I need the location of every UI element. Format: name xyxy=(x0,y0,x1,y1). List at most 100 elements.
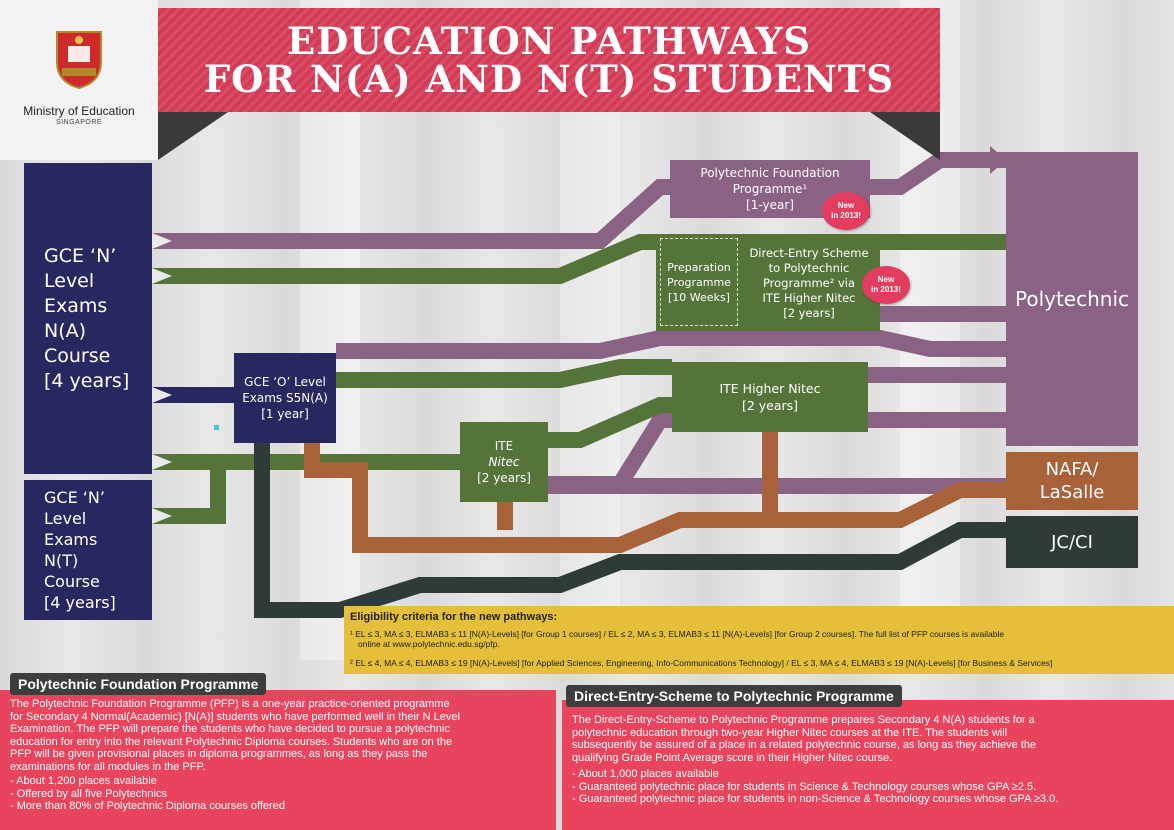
pfp-text-line: Examination. The PFP will prepare the st… xyxy=(10,723,450,735)
o-level-box: GCE ‘O’ Level Exams S5N(A) [1 year] xyxy=(234,353,336,443)
dsp-bullet: - Guaranteed polytechnic place for stude… xyxy=(572,780,1037,793)
pfp-line: Programme¹ xyxy=(732,182,808,196)
new-badge-line: in 2013! xyxy=(831,211,861,220)
pfp-line: [1-year] xyxy=(746,198,794,212)
new-badge-line: New xyxy=(877,275,895,284)
ite-nitec-line: [2 years] xyxy=(477,471,531,485)
pfp-description: The Polytechnic Foundation Programme (PF… xyxy=(10,698,550,813)
na-course-line: Course xyxy=(44,344,111,367)
dsp-line: Direct-Entry Scheme xyxy=(749,245,869,260)
arrow-na-to-dsp xyxy=(152,234,1006,284)
banner-fold xyxy=(158,112,228,160)
prep-line: [10 Weeks] xyxy=(668,290,730,304)
dsp-line: [2 years] xyxy=(783,305,835,320)
dsp-line: Programme² via xyxy=(762,275,856,290)
na-course-line: Exams xyxy=(44,294,108,317)
nt-course-line: Course xyxy=(44,572,100,591)
eligibility-note-2: ² EL ≤ 4, MA ≤ 4, ELMAB3 ≤ 19 [N(A)-Leve… xyxy=(350,658,1053,668)
arrow-nitec-to-higher-nitec xyxy=(548,397,672,448)
prep-line: Programme xyxy=(667,275,731,289)
arrow-notch xyxy=(152,454,172,470)
arrow-head xyxy=(990,146,1006,174)
pfp-line: Polytechnic Foundation xyxy=(700,166,840,180)
arrow-olevel-to-higher-nitec xyxy=(336,359,672,388)
jc-ci-label: JC/CI xyxy=(1051,531,1093,553)
arrow-olevel-to-jc xyxy=(254,442,1006,618)
crest-icon xyxy=(56,31,102,90)
o-level-line: Exams S5N(A) xyxy=(242,391,328,405)
ite-nitec-box: ITE Nitec [2 years] xyxy=(460,422,548,502)
arrow-olevel-to-nafa xyxy=(304,442,1006,553)
ministry-country: SINGAPORE xyxy=(55,119,103,126)
dsp-description: The Direct-Entry-Scheme to Polytechnic P… xyxy=(572,714,1168,806)
eligibility-panel: Eligibility criteria for the new pathway… xyxy=(344,606,1174,674)
new-badge-line: New xyxy=(837,201,855,210)
title-line-1: EDUCATION PATHWAYS xyxy=(287,19,811,63)
dsp-line: to Polytechnic xyxy=(768,260,850,275)
dsp-box: Direct-Entry Scheme to Polytechnic Progr… xyxy=(740,235,878,331)
dsp-bullet: - About 1,000 places available xyxy=(572,768,719,780)
na-course-line: GCE ‘N’ xyxy=(44,244,117,267)
ite-nitec-line: Nitec xyxy=(488,455,520,469)
pfp-bullet: - About 1,200 places available xyxy=(10,775,157,787)
pfp-text-line: examinations for all modules in the PFP. xyxy=(10,760,206,773)
prep-programme-box: Preparation Programme [10 Weeks] xyxy=(660,238,738,326)
pfp-info-panel: The Polytechnic Foundation Programme (PF… xyxy=(0,690,556,830)
higher-nitec-box: ITE Higher Nitec [2 years] xyxy=(672,362,868,432)
pfp-text-line: The Polytechnic Foundation Programme (PF… xyxy=(10,698,450,710)
banner-fold xyxy=(870,112,940,160)
dsp-text-line: qualifying Grade Point Average score in … xyxy=(572,751,893,764)
pfp-panel-heading: Polytechnic Foundation Programme xyxy=(10,673,267,695)
pfp-box: Polytechnic Foundation Programme¹ [1-yea… xyxy=(670,160,870,218)
higher-nitec-line: [2 years] xyxy=(741,398,799,413)
marker-dot xyxy=(214,425,219,430)
nt-course-box: GCE ‘N’ Level Exams N(T) Course [4 years… xyxy=(24,480,152,620)
ite-nitec-line: ITE xyxy=(494,439,514,453)
arrow-na-to-pfp xyxy=(152,152,1006,249)
pfp-bullet: - Offered by all five Polytechnics xyxy=(10,787,167,800)
new-badge: New in 2013! xyxy=(822,192,870,230)
na-course-box: GCE ‘N’ Level Exams N(A) Course [4 years… xyxy=(24,163,152,474)
nt-course-line: Exams xyxy=(44,530,98,549)
ministry-logo: Ministry of Education SINGAPORE xyxy=(0,0,158,160)
jc-ci-box: JC/CI xyxy=(1006,516,1138,568)
pfp-text-line: PFP will be given provisional places in … xyxy=(10,748,428,760)
pfp-bullet: - More than 80% of Polytechnic Diploma c… xyxy=(10,800,285,812)
title-line-2: FOR N(A) AND N(T) STUDENTS xyxy=(203,57,895,101)
eligibility-title: Eligibility criteria for the new pathway… xyxy=(350,611,558,623)
arrow-notch xyxy=(152,387,172,403)
dsp-bullet: - Guaranteed polytechnic place for stude… xyxy=(572,793,1059,805)
polytechnic-label: Polytechnic xyxy=(1014,287,1130,311)
dsp-text-line: polytechnic education through two-year H… xyxy=(572,726,1008,739)
na-course-line: Level xyxy=(44,269,95,292)
o-level-line: [1 year] xyxy=(261,407,309,421)
dsp-text-line: subsequently be assured of a place in a … xyxy=(572,739,1037,751)
new-badge: New in 2013! xyxy=(862,266,910,304)
eligibility-note-1-cont: online at www.polytechnic.edu.sg/pfp. xyxy=(358,639,500,649)
nafa-line: NAFA/ xyxy=(1045,459,1099,480)
dsp-info-panel: The Direct-Entry-Scheme to Polytechnic P… xyxy=(562,700,1174,830)
prep-line: Preparation xyxy=(667,260,731,274)
eligibility-note-1: ¹ EL ≤ 3, MA ≤ 3, ELMAB3 ≤ 11 [N(A)-Leve… xyxy=(350,629,1005,639)
na-course-line: [4 years] xyxy=(44,369,130,392)
pfp-text-line: for Secondary 4 Normal(Academic) [N(A)] … xyxy=(10,710,460,723)
nt-course-line: N(T) xyxy=(44,551,79,570)
higher-nitec-line: ITE Higher Nitec xyxy=(719,381,821,396)
nafa-line: LaSalle xyxy=(1039,482,1105,503)
pfp-text-line: education for entry into the relevant Po… xyxy=(10,735,453,748)
polytechnic-box: Polytechnic xyxy=(1006,152,1138,446)
new-badge-line: in 2013! xyxy=(871,285,901,294)
arrow-notch xyxy=(152,233,172,249)
arrow-nt-to-nitec xyxy=(152,470,226,524)
title-banner xyxy=(158,8,940,112)
arrow-notch xyxy=(152,268,172,284)
ministry-name: Ministry of Education xyxy=(23,104,135,118)
o-level-line: GCE ‘O’ Level xyxy=(244,375,326,389)
dsp-panel-heading: Direct-Entry-Scheme to Polytechnic Progr… xyxy=(566,685,902,707)
nt-course-line: GCE ‘N’ xyxy=(44,488,105,507)
nafa-lasalle-box: NAFA/ LaSalle xyxy=(1006,452,1138,510)
na-course-line: N(A) xyxy=(44,319,87,342)
nt-course-line: [4 years] xyxy=(44,593,116,612)
